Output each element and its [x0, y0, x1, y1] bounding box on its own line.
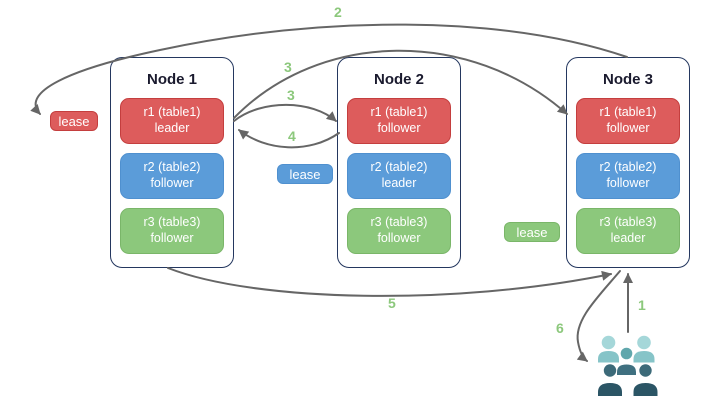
replica-role: follower: [150, 176, 194, 190]
replica-node1-r1: r1 (table1) leader: [120, 98, 224, 144]
replica-role: follower: [606, 176, 650, 190]
user-back-left-body: [598, 351, 619, 363]
replica-node1-r3: r3 (table3) follower: [120, 208, 224, 254]
replica-node2-r2: r2 (table2) leader: [347, 153, 451, 199]
step-label-6: 6: [556, 320, 564, 336]
lease-badge-red: lease: [50, 111, 98, 131]
node-title: Node 3: [602, 71, 653, 88]
user-middle-body: [617, 364, 636, 375]
replica-name: r2 (table2): [143, 160, 201, 175]
user-back-left-head: [601, 335, 616, 350]
arrow-step-3-node1-to-node2: [233, 103, 337, 122]
replica-role: follower: [606, 121, 650, 135]
replica-name: r1 (table1): [599, 105, 657, 120]
step-label-2: 2: [334, 4, 342, 20]
node-title: Node 1: [146, 71, 197, 88]
arrow-step-5-node1-to-node3: [167, 267, 612, 297]
node-1: Node 1 r1 (table1) leader r2 (table2) fo…: [110, 57, 234, 268]
user-back-right-body: [633, 351, 655, 363]
arrow-step-6-node3-to-users: [576, 270, 621, 362]
replica-node1-r2: r2 (table2) follower: [120, 153, 224, 199]
replica-name: r2 (table2): [599, 160, 657, 175]
replica-name: r1 (table1): [370, 105, 428, 120]
replica-role: leader: [381, 176, 417, 190]
lease-badge-blue: lease: [277, 164, 333, 184]
replica-name: r1 (table1): [143, 105, 201, 120]
replica-name: r2 (table2): [370, 160, 428, 175]
user-front-left-body: [598, 383, 622, 396]
replica-node3-r1: r1 (table1) follower: [576, 98, 680, 144]
user-back-right-head: [637, 335, 651, 350]
replica-role: leader: [610, 231, 646, 245]
node-title: Node 2: [373, 71, 424, 88]
lease-badge-green: lease: [504, 222, 560, 242]
replica-node3-r3: r3 (table3) leader: [576, 208, 680, 254]
replica-name: r3 (table3): [143, 215, 201, 230]
user-front-right-head: [639, 364, 652, 377]
replica-node3-r2: r2 (table2) follower: [576, 153, 680, 199]
step-label-3b: 3: [287, 87, 295, 103]
step-label-1: 1: [638, 297, 646, 313]
node-2: Node 2 r1 (table1) follower r2 (table2) …: [337, 57, 461, 268]
user-front-left-head: [603, 364, 617, 377]
replica-node2-r1: r1 (table1) follower: [347, 98, 451, 144]
user-front-right-body: [633, 383, 658, 396]
replica-role: follower: [377, 121, 421, 135]
step-label-3a: 3: [284, 59, 292, 75]
replica-name: r3 (table3): [599, 215, 657, 230]
replica-name: r3 (table3): [370, 215, 428, 230]
step-label-4: 4: [288, 128, 296, 144]
replica-role: follower: [150, 231, 194, 245]
users-group-icon: [598, 335, 658, 396]
replica-node2-r3: r3 (table3) follower: [347, 208, 451, 254]
step-label-5: 5: [388, 295, 396, 311]
node-3: Node 3 r1 (table1) follower r2 (table2) …: [566, 57, 690, 268]
replica-role: follower: [377, 231, 421, 245]
user-middle-head: [620, 347, 633, 360]
replica-role: leader: [154, 121, 190, 135]
